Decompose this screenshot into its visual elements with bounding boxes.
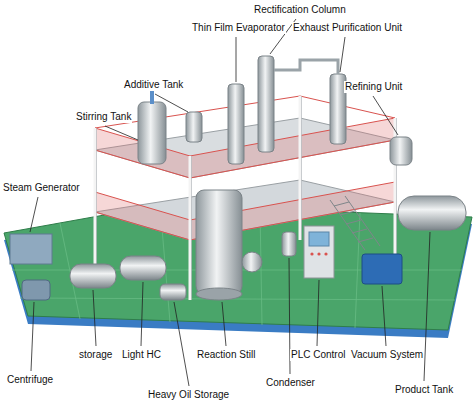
part-label: Heavy Oil Storage (147, 389, 230, 401)
upper-equipment (228, 84, 244, 164)
lower-equipment (242, 252, 262, 272)
leader-line (141, 282, 143, 346)
lower-equipment (10, 234, 52, 264)
part-label: Refining Unit (344, 81, 403, 93)
steel-frame (95, 182, 395, 240)
lower-equipment (282, 232, 296, 256)
lower-equipment (310, 252, 313, 255)
part-label: Stirring Tank (75, 111, 132, 123)
upper-equipment (186, 112, 202, 142)
part-label: Centrifuge (6, 374, 54, 386)
leader-line (373, 96, 398, 135)
leader-line (424, 232, 430, 381)
part-label: Reaction Still (196, 349, 256, 361)
stairs (352, 229, 367, 233)
steel-frame (97, 96, 397, 300)
lower-equipment (398, 196, 466, 230)
steel-frame (189, 156, 192, 300)
lower-equipment (304, 226, 334, 278)
leader-line (30, 197, 38, 232)
steel-frame (191, 156, 192, 300)
lower-equipment (196, 288, 242, 300)
leader-line (340, 37, 345, 72)
part-label: Vacuum System (350, 349, 424, 361)
upper-equipment (138, 102, 166, 164)
leader-line (174, 302, 189, 386)
steel-frame (299, 96, 302, 240)
leader-line (155, 94, 188, 112)
leader-line (93, 290, 96, 346)
part-label: Light HC (121, 349, 162, 361)
part-label: Exhaust Purification Unit (292, 22, 403, 34)
stairs (345, 196, 380, 246)
steel-frame (94, 128, 97, 272)
part-label: PLC Control (290, 349, 346, 361)
leader-line (31, 302, 34, 371)
steel-frame (301, 96, 302, 240)
steel-frame (96, 128, 97, 272)
upper-equipment (390, 137, 412, 165)
part-label: Steam Generator (2, 182, 81, 194)
lower-equipment (10, 190, 466, 300)
part-label: Product Tank (394, 384, 454, 396)
stairs (358, 238, 373, 242)
leader-line (236, 37, 237, 82)
lower-equipment (362, 254, 402, 284)
steel-frame (95, 96, 397, 300)
lower-equipment (309, 232, 329, 246)
lower-equipment (196, 190, 242, 294)
part-label: Condenser (265, 377, 316, 389)
stairs (330, 200, 365, 250)
part-label: Additive Tank (123, 79, 184, 91)
lower-equipment (317, 252, 320, 255)
lower-equipment (120, 256, 166, 280)
part-label: Rectification Column (253, 4, 347, 16)
lower-equipment (70, 264, 116, 288)
leader-line (30, 19, 430, 386)
upper-equipment (138, 56, 412, 165)
upper-equipment (258, 56, 274, 152)
steel-frame (95, 180, 395, 240)
stairs (334, 202, 349, 206)
leader-line (317, 280, 319, 346)
lower-equipment (324, 252, 327, 255)
part-label: Thin Film Evaporator (191, 22, 286, 34)
leader-line (105, 126, 138, 140)
lower-equipment (160, 284, 186, 300)
platform (20, 298, 455, 300)
upper-equipment (150, 90, 154, 104)
leader-line (382, 286, 386, 346)
lower-equipment (22, 280, 50, 300)
leader-line (222, 302, 226, 346)
platform (355, 213, 360, 328)
part-label: storage (78, 349, 113, 361)
stairs (330, 196, 380, 250)
lower-equipment (310, 252, 327, 255)
upper-equipment (274, 60, 338, 74)
stairs (340, 211, 355, 215)
stairs (346, 220, 361, 224)
steel-frame (95, 96, 395, 300)
